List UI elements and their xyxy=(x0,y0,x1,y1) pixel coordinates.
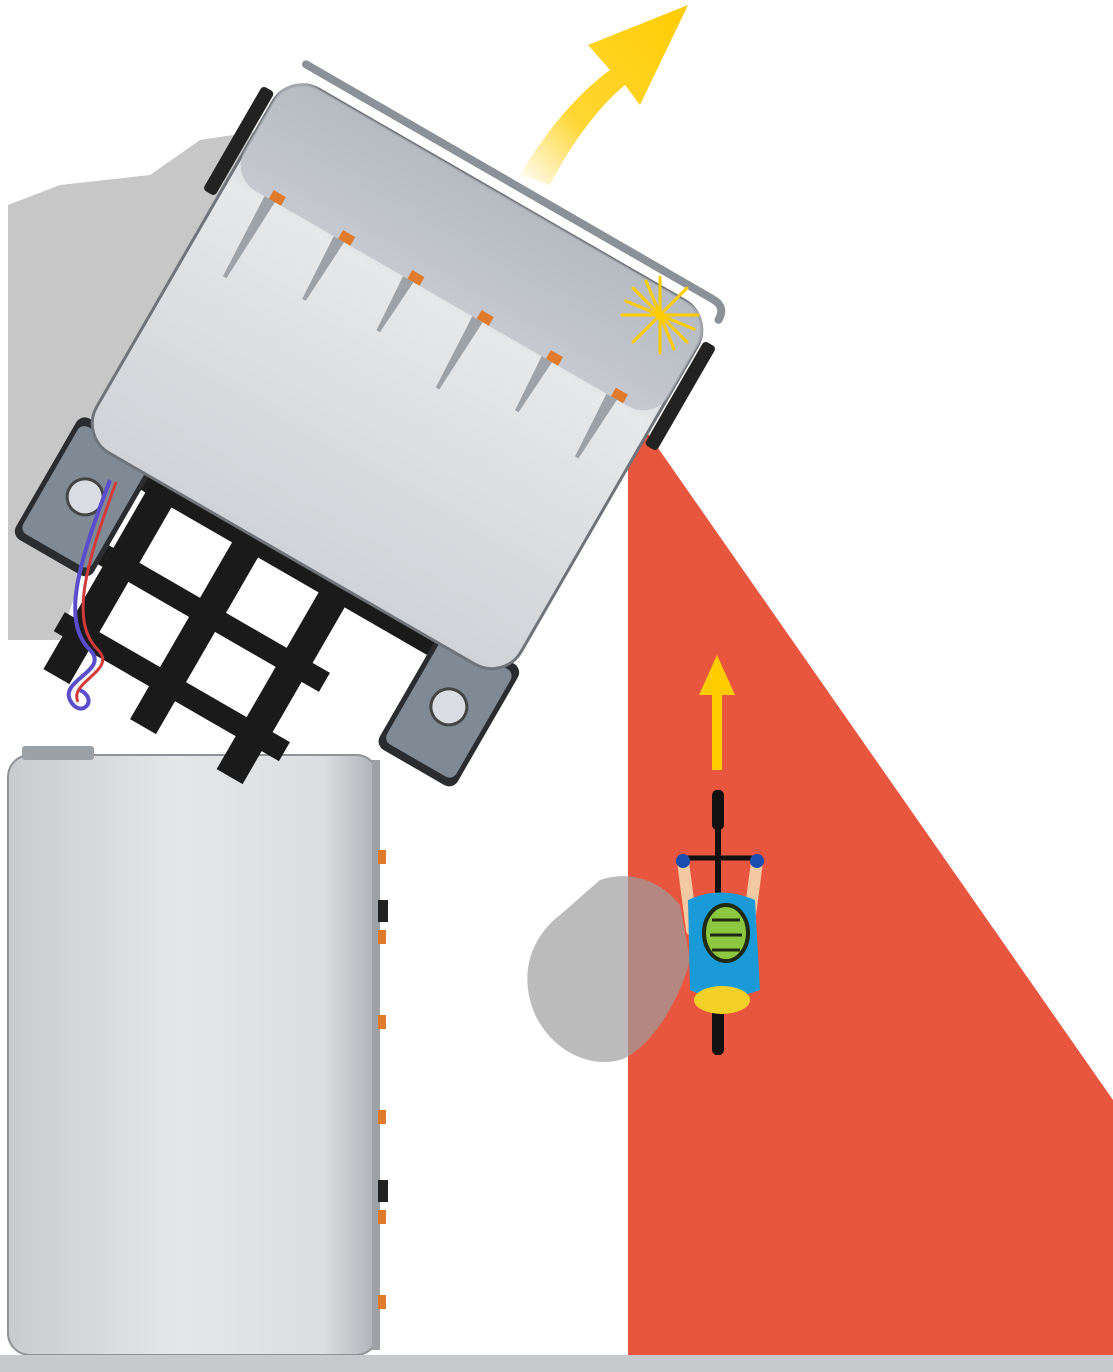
trailer xyxy=(8,746,388,1355)
road-edge xyxy=(0,1355,1113,1372)
blind-spot-zone xyxy=(628,405,1113,1355)
curved-arrow-icon xyxy=(520,5,688,185)
coupling-plate xyxy=(22,746,94,760)
front-wheel xyxy=(712,790,724,830)
sparkle-icon xyxy=(622,277,698,353)
